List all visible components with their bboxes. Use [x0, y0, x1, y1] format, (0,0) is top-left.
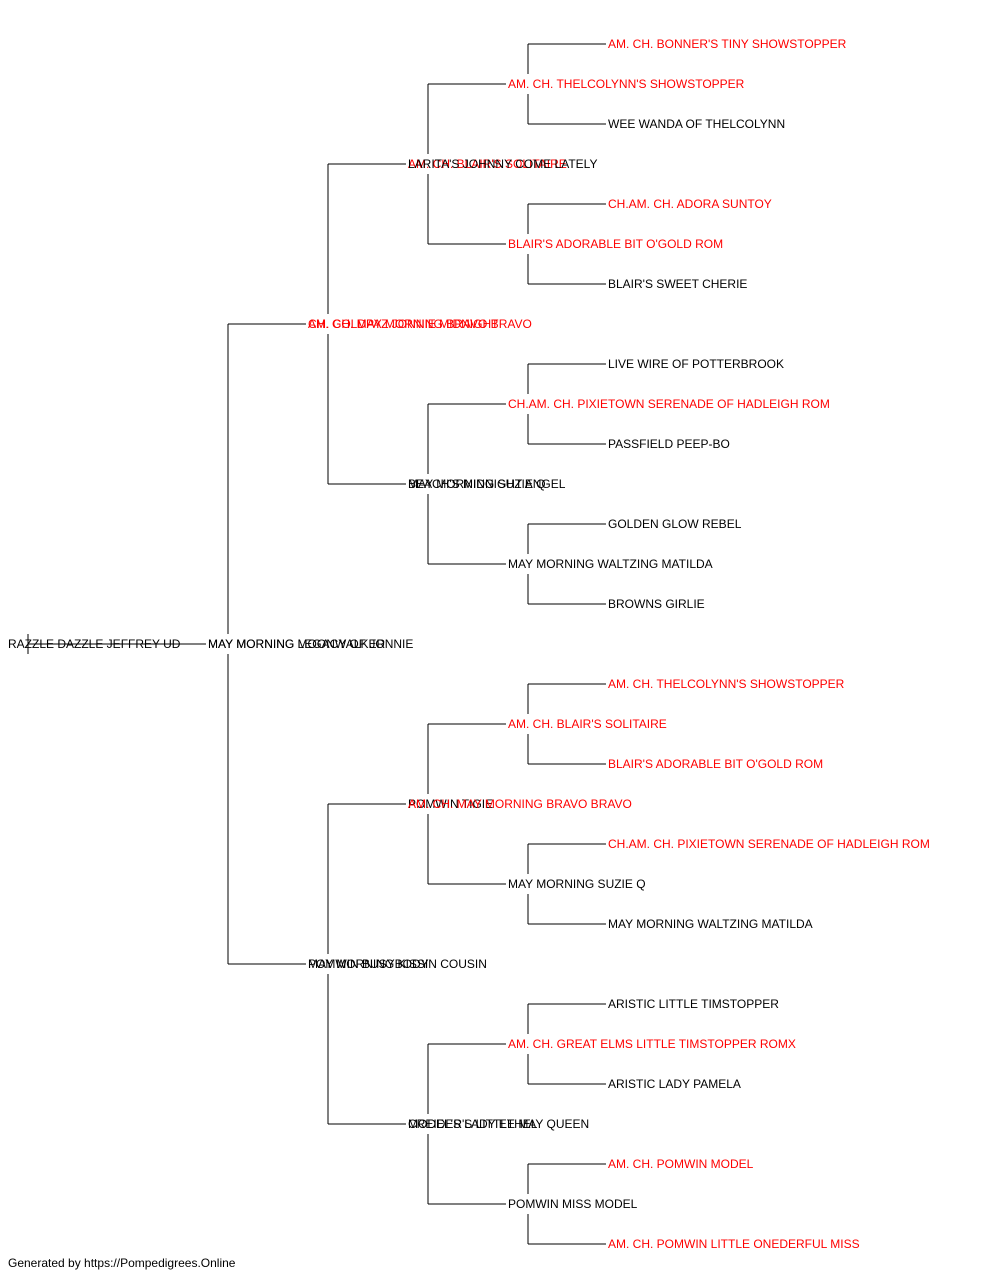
dog-name-am-ch-thelcolynn-s-showstopper: AM. CH. THELCOLYNN'S SHOWSTOPPER [608, 677, 845, 691]
dog-name-aristic-little-timstopper: ARISTIC LITTLE TIMSTOPPER [608, 997, 779, 1011]
dog-name-am-ch-may-morning-bravo-bravo: AM. CH. MAY MORNING BRAVO BRAVO [308, 317, 532, 331]
dog-name-pomwin-miss-model: POMWIN MISS MODEL [508, 1197, 638, 1211]
dog-name-passfield-peep-bo: PASSFIELD PEEP-BO [608, 437, 730, 451]
dog-name-pomwin-busybody: POMWIN BUSYBODY [308, 957, 429, 971]
dog-name-am-ch-great-elms-little-timstopper-romx: AM. CH. GREAT ELMS LITTLE TIMSTOPPER ROM… [508, 1037, 796, 1051]
dog-name-am-ch-blair-s-solitaire: AM. CH. BLAIR'S SOLITAIRE [408, 157, 567, 171]
dog-name-am-ch-thelcolynn-s-showstopper: AM. CH. THELCOLYNN'S SHOWSTOPPER [508, 77, 745, 91]
footer-credit: Generated by https://Pompedigrees.Online [8, 1256, 236, 1270]
dog-name-blair-s-adorable-bit-o-gold-rom: BLAIR'S ADORABLE BIT O'GOLD ROM [508, 237, 723, 251]
dog-name-pomwin-tigie: POMWIN TIGIE [408, 797, 493, 811]
dog-name-am-ch-pomwin-little-onederful-miss: AM. CH. POMWIN LITTLE ONEDERFUL MISS [608, 1237, 860, 1250]
dog-name-am-ch-bonner-s-tiny-showstopper: AM. CH. BONNER'S TINY SHOWSTOPPER [608, 37, 847, 51]
dog-name-may-morning-suzie-q: MAY MORNING SUZIE Q [408, 477, 546, 491]
dog-name-browns-girlie: BROWNS GIRLIE [608, 597, 705, 611]
dog-name-aristic-lady-pamela: ARISTIC LADY PAMELA [608, 1077, 741, 1091]
dog-name-model-s-lady-ethel: MODEL'S LADY ETHEL [408, 1117, 538, 1131]
dog-name-may-morning-waltzing-matilda: MAY MORNING WALTZING MATILDA [608, 917, 813, 931]
dog-name-ch-am-ch-pixietown-serenade-of-hadleigh-rom: CH.AM. CH. PIXIETOWN SERENADE OF HADLEIG… [608, 837, 930, 851]
dog-name-may-morning-legacy-of-jonnie: MAY MORNING LEGACY OF JONNIE [208, 637, 413, 651]
dog-name-may-morning-moonwalker: MAY MORNING MOONWALKER [208, 637, 385, 651]
dog-name-creider-s-little-may-queen: CREIDER'S LITTLE MAY QUEEN [408, 1117, 589, 1131]
dog-name-ch-am-ch-adora-suntoy: CH.AM. CH. ADORA SUNTOY [608, 197, 772, 211]
dog-name-blair-s-sweet-cherie: BLAIR'S SWEET CHERIE [608, 277, 747, 291]
dog-name-live-wire-of-potterbrook: LIVE WIRE OF POTTERBROOK [608, 357, 784, 371]
dog-name-may-morning-waltzing-matilda: MAY MORNING WALTZING MATILDA [508, 557, 713, 571]
dog-name-beach-s-midnight-angel: BEACH'S MIDNIGHT ANGEL [408, 477, 566, 491]
dog-name-may-morning-kissin-cousin: MAY MORNING KISSIN COUSIN [308, 957, 487, 971]
dog-name-blair-s-adorable-bit-o-gold-rom: BLAIR'S ADORABLE BIT O'GOLD ROM [608, 757, 823, 771]
dog-name-wee-wanda-of-thelcolynn: WEE WANDA OF THELCOLYNN [608, 117, 785, 131]
dog-name-may-morning-suzie-q: MAY MORNING SUZIE Q [508, 877, 646, 891]
dog-name-ch-goldpaz-jonnie-midnight: CH. GOLDPAZ JONNIE MIDNIGHT [308, 317, 499, 331]
dog-name-am-ch-may-morning-bravo-bravo: AM. CH. MAY MORNING BRAVO BRAVO [408, 797, 632, 811]
dog-name-am-ch-blair-s-solitaire: AM. CH. BLAIR'S SOLITAIRE [508, 717, 667, 731]
dog-name-am-ch-pomwin-model: AM. CH. POMWIN MODEL [608, 1157, 754, 1171]
dog-name-ch-am-ch-pixietown-serenade-of-hadleigh-rom: CH.AM. CH. PIXIETOWN SERENADE OF HADLEIG… [508, 397, 830, 411]
dog-name-golden-glow-rebel: GOLDEN GLOW REBEL [608, 517, 742, 531]
dog-name-larita-s-johnny-come-lately: LARITA'S JOHNNY COME LATELY [408, 157, 597, 171]
